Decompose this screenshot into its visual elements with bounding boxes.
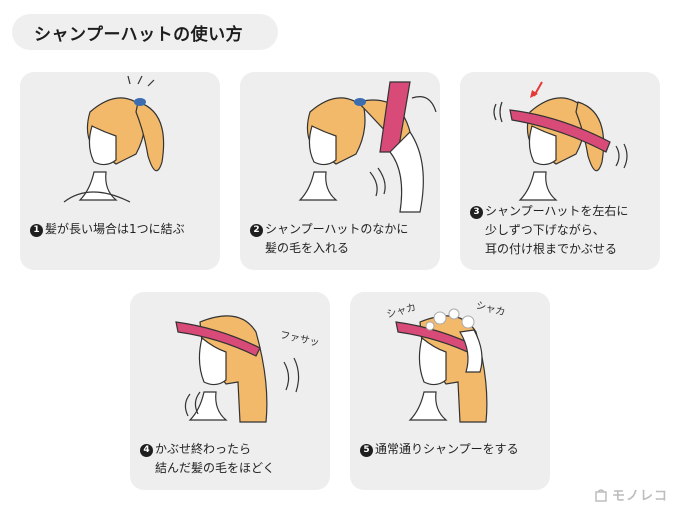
brand-logo: モノレコ: [594, 485, 668, 504]
step-4-line-2: 結んだ髪の毛をほどく: [155, 461, 275, 475]
step-4-line-1: かぶせ終わったら: [155, 442, 252, 456]
step-1-number: 1: [30, 224, 43, 237]
step-3-line-1: シャンプーハットを左右に: [485, 204, 629, 218]
step-3-number: 3: [470, 206, 483, 219]
step-2-number: 2: [250, 224, 263, 237]
step-4-illustration: [175, 315, 300, 423]
step-2-illustration: [298, 81, 437, 213]
step-3-line-2: 少しずつ下げながら、: [485, 223, 605, 237]
step-5-illustration: [395, 308, 488, 423]
brand-name: モノレコ: [611, 489, 668, 504]
page-title: シャンプーハットの使い方: [12, 14, 278, 50]
step-1-illustration: [63, 75, 165, 203]
step-4-number: 4: [140, 444, 153, 457]
step-3-illustration: [493, 81, 628, 201]
bag-icon: [595, 488, 607, 502]
step-2-line-1: シャンプーハットのなかに: [265, 222, 409, 236]
step-1-line-1: 髪が長い場合は1つに結ぶ: [45, 222, 185, 236]
step-2-line-2: 髪の毛を入れる: [265, 241, 350, 255]
step-3-line-3: 耳の付け根までかぶせる: [485, 242, 618, 256]
step-5-line-1: 通常通りシャンプーをする: [375, 442, 519, 456]
step-5-number: 5: [360, 444, 373, 457]
